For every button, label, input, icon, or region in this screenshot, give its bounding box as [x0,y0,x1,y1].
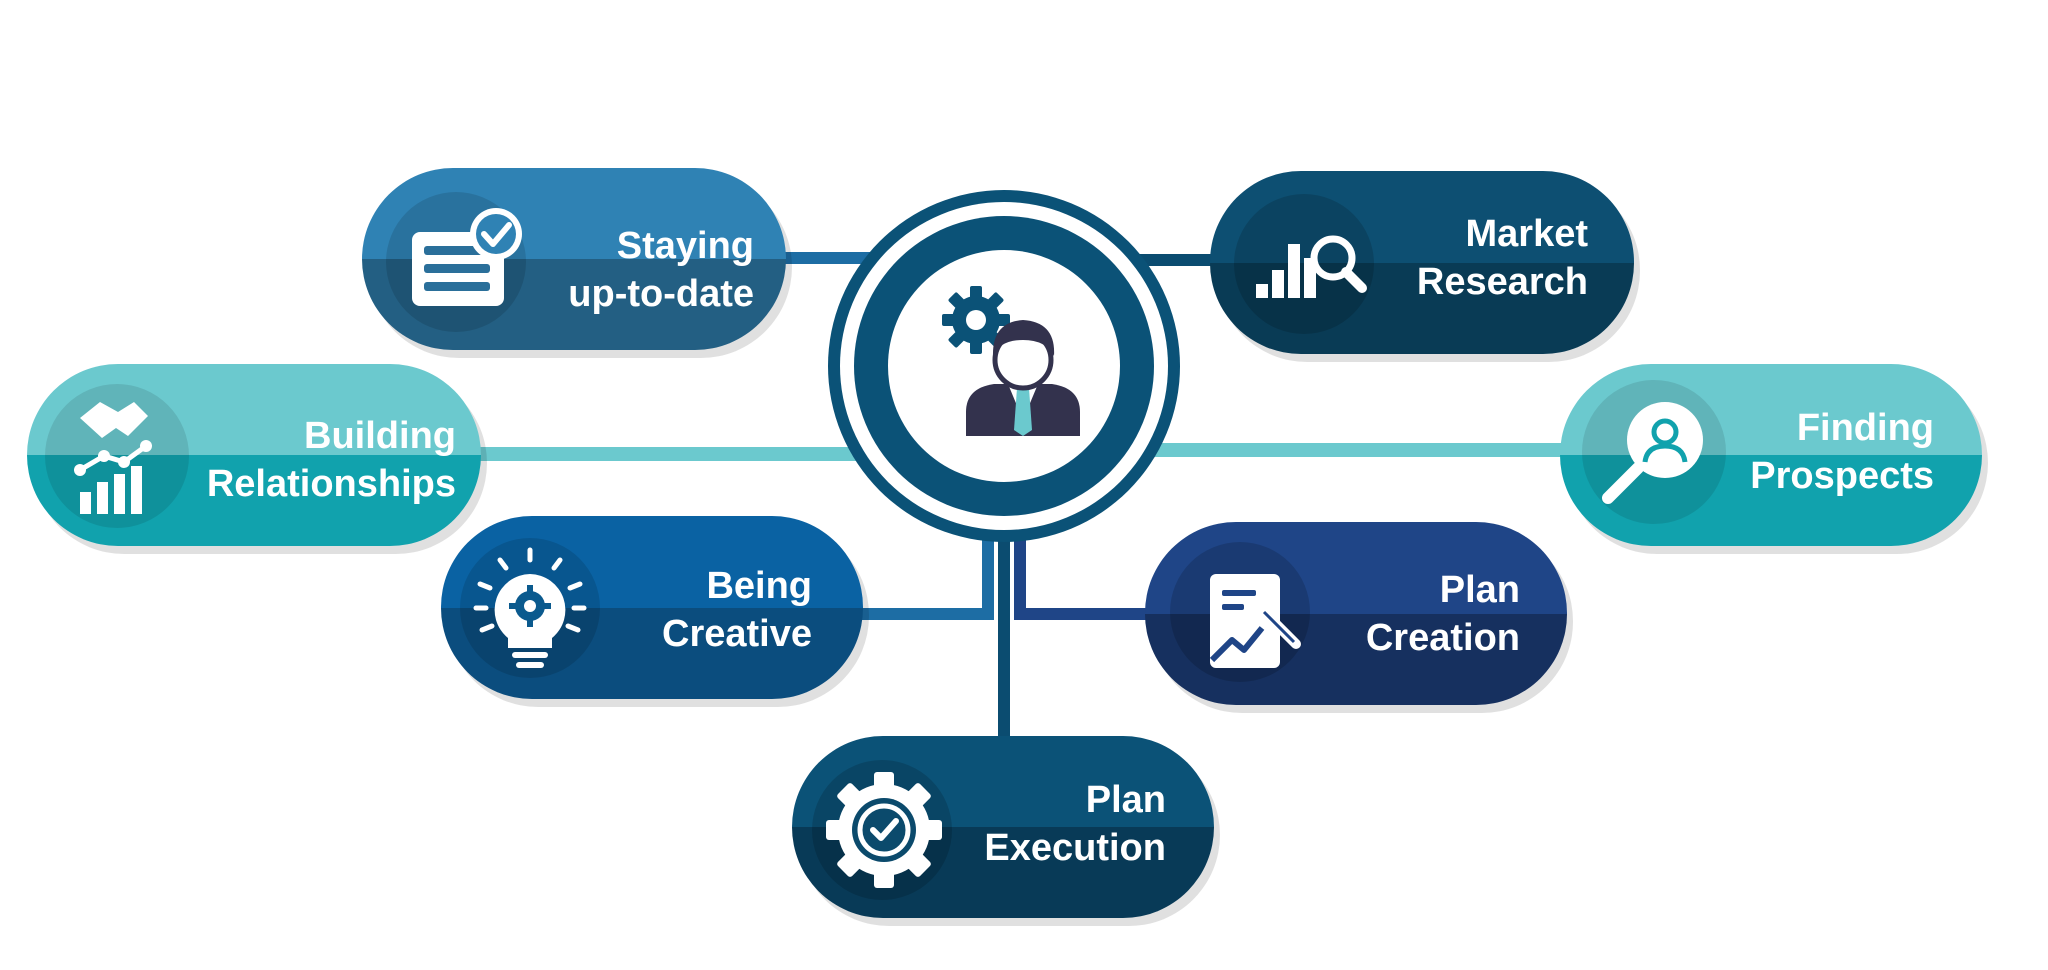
businessman-with-gear-icon [942,286,1080,436]
bar-chart-magnifier-icon [1256,235,1367,298]
connector-creation [1014,536,1150,620]
node-label-line2: Execution [984,827,1166,869]
gear-checkmark-icon [826,772,942,888]
node-market-research: Market Research [1210,171,1640,362]
node-label-line1: Building [304,415,456,457]
node-building-relationships: Building Relationships [27,364,487,554]
connector-creative [855,536,994,620]
node-being-creative: Being Creative [441,516,869,707]
person-magnifier-icon [1602,402,1703,504]
connectors [478,252,1565,740]
node-staying-up-to-date: Staying up-to-date [362,168,792,358]
node-plan-creation: Plan Creation [1145,522,1573,713]
node-label-line1: Market [1466,213,1589,255]
document-pen-chart-icon [1209,574,1301,668]
node-label-line2: Creation [1366,617,1520,659]
checklist-document-icon [412,208,522,306]
node-label-line2: up-to-date [568,273,754,315]
node-label-line2: Research [1417,261,1588,303]
node-label-line2: Creative [662,613,812,655]
node-label-line1: Being [706,565,812,607]
node-label-line2: Prospects [1750,455,1934,497]
node-label-line1: Finding [1797,407,1934,449]
handshake-growth-chart-icon [74,402,152,514]
node-label-line1: Plan [1440,569,1520,611]
lightbulb-gear-icon [473,547,587,668]
node-plan-execution: Plan Execution [792,736,1220,926]
node-label-line1: Staying [617,225,754,267]
node-label-line1: Plan [1086,779,1166,821]
center-hub [828,190,1180,542]
node-finding-prospects: Finding Prospects [1560,364,1988,554]
node-top [1210,171,1634,263]
node-label-line2: Relationships [207,463,456,505]
